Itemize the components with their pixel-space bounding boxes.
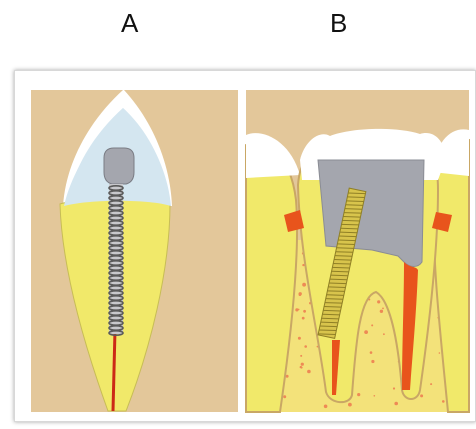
bone-dot [377, 300, 380, 303]
bone-dot [298, 309, 300, 311]
bone-dot [303, 310, 306, 313]
bone-dot [283, 395, 286, 398]
bone-dot [420, 394, 423, 397]
panel-a-illustration [31, 90, 238, 412]
bone-dot [442, 400, 445, 403]
bone-dot [357, 393, 360, 396]
bone-dot [374, 395, 376, 397]
bone-dot [371, 360, 374, 363]
bone-dot [307, 370, 311, 374]
bone-dot [382, 308, 384, 310]
post-head [104, 148, 134, 184]
bone-dot [304, 345, 307, 348]
bone-dot [300, 355, 302, 357]
bone-dot [300, 366, 302, 368]
bone-dot [364, 330, 368, 334]
bone-dot [439, 352, 441, 354]
bone-dot [380, 310, 383, 313]
tooth-a-canal [113, 330, 115, 411]
bone-dot [348, 403, 352, 407]
bone-dot [370, 351, 373, 354]
bone-dot [394, 402, 398, 406]
bone-dot [393, 387, 395, 389]
bone-dot [430, 383, 432, 385]
bone-dot [383, 333, 385, 335]
bone-dot [301, 363, 304, 366]
bone-dot [302, 283, 306, 287]
bone-dot [295, 308, 298, 311]
bone-dot [302, 317, 305, 320]
bone-dot [298, 337, 301, 340]
panel-b-illustration [246, 90, 469, 412]
bone-dot [324, 405, 328, 409]
bone-dot [299, 293, 302, 296]
bone-dot [371, 324, 373, 326]
